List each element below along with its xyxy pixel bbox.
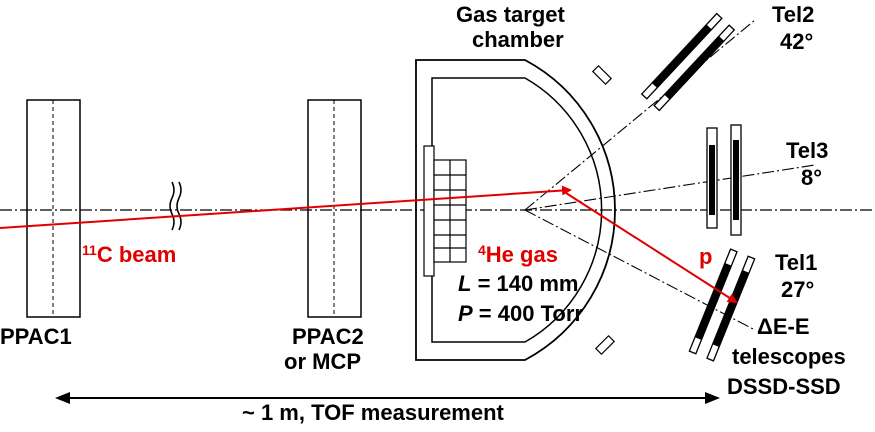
beam-label: 11C beam: [82, 242, 176, 267]
tel3-detectors: [706, 124, 742, 236]
telescope-detectors-label: DSSD-SSD: [727, 374, 841, 399]
length-label: L = 140 mm: [458, 271, 578, 296]
ppac2-label-line2: or MCP: [284, 349, 361, 374]
ppac1-detector: [26, 99, 81, 318]
pressure-value: = 400 Torr: [473, 301, 584, 326]
telescope-type-label: ΔE-E: [757, 314, 810, 339]
tel2-detectors: [640, 12, 736, 112]
tel1-detectors: [688, 248, 756, 362]
gas-target-label-line1: Gas target: [456, 2, 565, 27]
gas-mass-number: 4: [478, 242, 486, 258]
entrance-window: [423, 145, 467, 277]
ppac2-detector: [307, 99, 362, 318]
telescope-angle-lines: [524, 19, 816, 331]
beam-break-mark: [169, 181, 182, 231]
pressure-label: P = 400 Torr: [458, 301, 583, 326]
tel3-angle-label: 8°: [801, 165, 822, 190]
ppac1-label: PPAC1: [0, 324, 72, 349]
beam-label-text: C beam: [97, 242, 176, 267]
gas-target-label-line2: chamber: [472, 27, 564, 52]
tel2-angle-label: 42°: [780, 29, 813, 54]
ppac2-label-line1: PPAC2: [292, 324, 364, 349]
tel2-name-label: Tel2: [772, 2, 814, 27]
gas-label-text: He gas: [486, 242, 558, 267]
proton-label: p: [699, 244, 712, 269]
telescope-label: telescopes: [732, 344, 846, 369]
tel1-angle-label: 27°: [781, 277, 814, 302]
tel3-name-label: Tel3: [786, 138, 828, 163]
length-value: = 140 mm: [471, 271, 578, 296]
gas-label: 4He gas: [478, 242, 558, 267]
proton-trajectory: [565, 192, 738, 304]
beam-mass-number: 11: [82, 242, 97, 258]
pressure-symbol: P: [458, 301, 473, 326]
tof-arrow: [55, 392, 720, 404]
tel1-name-label: Tel1: [775, 250, 817, 275]
tof-label: ~ 1 m, TOF measurement: [242, 400, 505, 425]
beam-trajectory: [0, 185, 572, 229]
length-symbol: L: [458, 271, 471, 296]
